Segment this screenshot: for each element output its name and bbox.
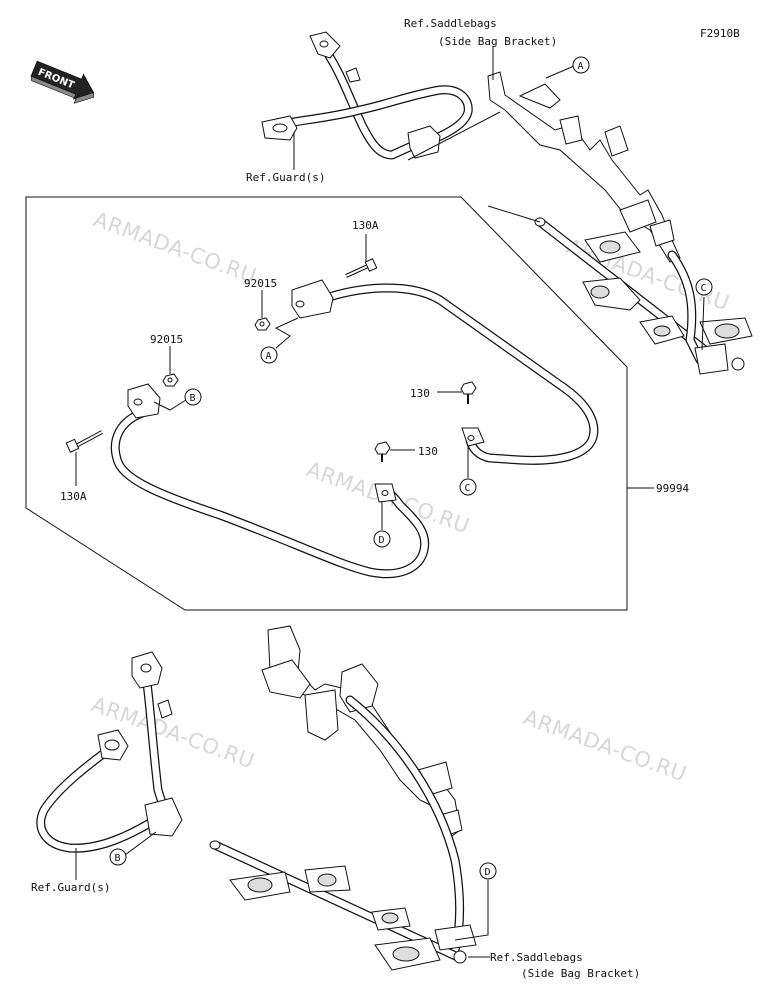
kit-box: 99994 <box>25 196 689 611</box>
bolt-130a-left <box>65 430 103 453</box>
kit-assembly-number: 99994 <box>656 482 689 495</box>
top-assembly: Ref.Saddlebags (Side Bag Bracket) Ref.Gu… <box>246 17 753 375</box>
kit-callout-b: B <box>184 388 202 406</box>
bottom-callout-b: B <box>109 848 127 866</box>
front-arrow-icon: FRONT <box>30 60 95 104</box>
kit-callout-a: A <box>260 346 278 364</box>
label-130a-left: 130A <box>60 490 87 503</box>
watermark-bottom-right: ARMADA-CO.RU <box>520 705 690 786</box>
top-callout-a: A <box>572 56 590 74</box>
watermark-top: ARMADA-CO.RU <box>90 207 260 288</box>
kit-upper-bar <box>291 279 599 465</box>
top-guard-bar <box>261 31 473 160</box>
kit-callout-a-text: A <box>266 351 272 362</box>
leader-top-callout-c <box>701 296 705 351</box>
top-saddlebags-label-1: Ref.Saddlebags <box>404 17 497 30</box>
bottom-callout-d: D <box>479 862 497 880</box>
label-130-mid: 130 <box>418 445 438 458</box>
top-callout-c-text: C <box>701 283 707 294</box>
kit-lower-bar <box>110 383 430 579</box>
leader-top-to-kit-2 <box>487 205 541 223</box>
bottom-guard-bar <box>36 651 183 853</box>
leader-kit-callout-a <box>274 317 299 349</box>
kit-callout-c: C <box>459 478 477 496</box>
leader-bottom-callout-b <box>124 831 157 856</box>
kit-callout-d-text: D <box>379 535 385 546</box>
bolt-130a-top <box>345 258 378 278</box>
bottom-guards-label: Ref.Guard(s) <box>31 881 110 894</box>
leader-top-callout-a <box>545 65 575 79</box>
leader-kit-callout-b <box>153 399 187 411</box>
label-92015-top: 92015 <box>244 277 277 290</box>
bottom-saddlebags-label-2: (Side Bag Bracket) <box>521 967 640 980</box>
figure-code: F2910B <box>700 27 740 40</box>
bottom-side-bag-bracket <box>209 625 477 971</box>
bottom-callout-d-text: D <box>485 867 491 878</box>
leader-bottom-callout-d <box>454 880 489 941</box>
top-callout-a-text: A <box>578 61 584 72</box>
bolt-130-mid <box>374 441 391 462</box>
kit-outline <box>25 196 628 611</box>
kit-callout-c-text: C <box>465 483 471 494</box>
bottom-callout-b-text: B <box>115 853 121 864</box>
kit-callout-b-text: B <box>190 393 196 404</box>
bottom-saddlebags-label-1: Ref.Saddlebags <box>490 951 583 964</box>
label-130-right: 130 <box>410 387 430 400</box>
nut-92015-left <box>162 373 179 387</box>
bottom-assembly: Ref.Guard(s) Ref.Saddlebags (Side Bag Br… <box>31 625 640 980</box>
leader-top-to-kit <box>407 111 501 161</box>
kit-callout-d: D <box>373 530 391 548</box>
bolt-130-right <box>460 381 477 404</box>
label-130a-top: 130A <box>352 219 379 232</box>
top-callout-c: C <box>695 278 713 296</box>
label-92015-left: 92015 <box>150 333 183 346</box>
top-guards-label: Ref.Guard(s) <box>246 171 325 184</box>
top-saddlebags-label-2: (Side Bag Bracket) <box>438 35 557 48</box>
nut-92015-top <box>254 317 271 331</box>
top-side-bag-bracket <box>487 71 753 375</box>
